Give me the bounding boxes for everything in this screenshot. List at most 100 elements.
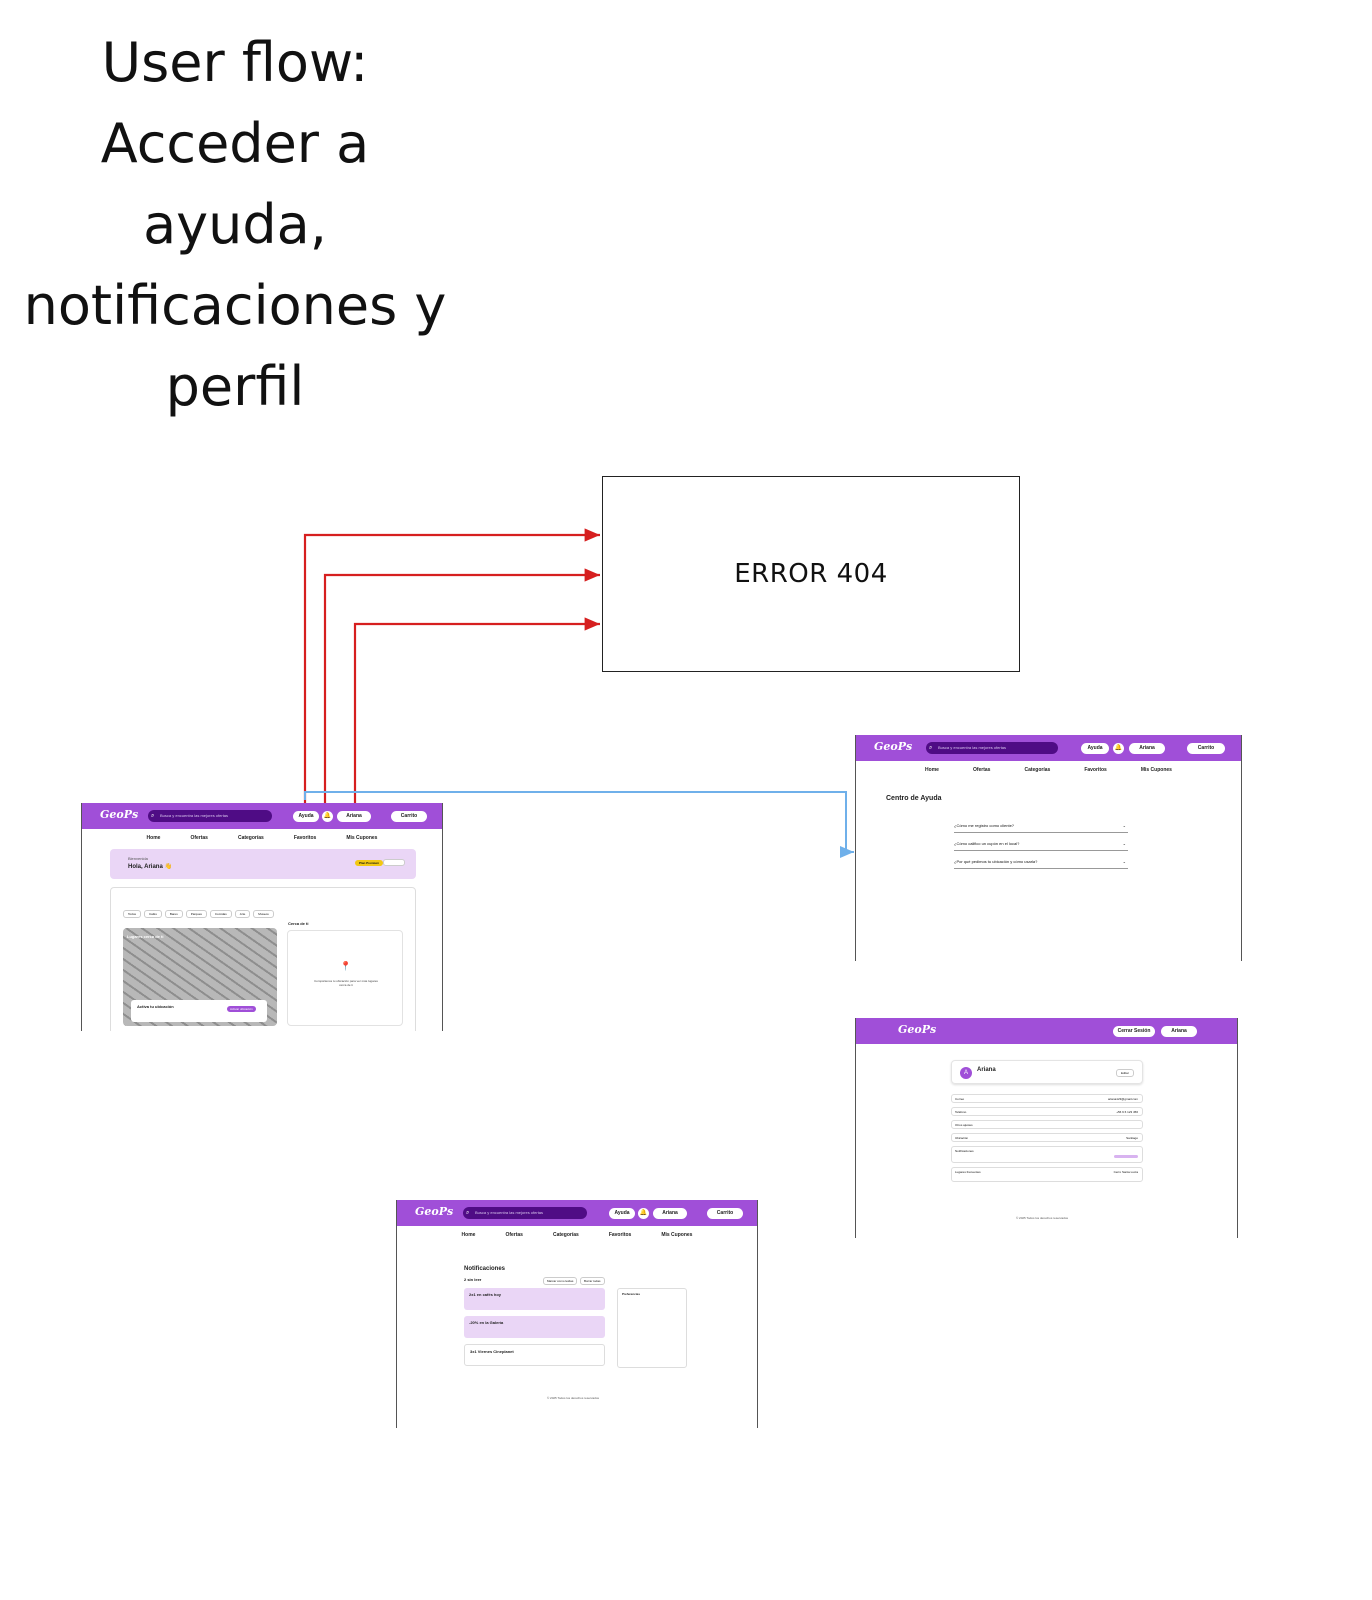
- arrow-to-help: [304, 791, 854, 858]
- help-help-button[interactable]: Ayuda: [1081, 743, 1109, 754]
- title-line: notificaciones y: [23, 274, 447, 337]
- profile-field[interactable]: Notificaciones: [951, 1146, 1143, 1163]
- field-label: Teléfono: [955, 1110, 967, 1114]
- faq-item[interactable]: ¿Cómo me registro como cliente? ⌄: [954, 823, 1128, 833]
- activate-location-card: Activa tu ubicación Activar ubicación: [131, 1000, 267, 1022]
- tab-ofertas[interactable]: Ofertas: [190, 835, 208, 841]
- avatar: A: [960, 1067, 972, 1079]
- chip[interactable]: Todos: [123, 910, 142, 918]
- home-cart-button[interactable]: Carrito: [391, 811, 427, 822]
- profile-user-button[interactable]: Ariana: [1161, 1026, 1197, 1037]
- notif-user-button[interactable]: Ariana: [653, 1208, 687, 1219]
- notif-search-input[interactable]: Busca y encuentra las mejores ofertas: [463, 1207, 587, 1219]
- help-search-input[interactable]: Busca y encuentra las mejores ofertas: [926, 742, 1058, 754]
- help-screen: GeoPs Busca y encuentra las mejores ofer…: [855, 735, 1242, 961]
- tab-mis-cupones[interactable]: Mis Cupones: [661, 1232, 693, 1238]
- logout-button[interactable]: Cerrar Sesión: [1113, 1026, 1155, 1037]
- notification-item[interactable]: -20% en la Galería: [464, 1316, 605, 1338]
- notification-title: -20% en la Galería: [469, 1320, 504, 1325]
- near-card: 📍 Compártenos tu ubicación para ver más …: [287, 930, 403, 1026]
- preferences-panel: Preferencias: [617, 1288, 687, 1368]
- notif-help-button[interactable]: Ayuda: [609, 1208, 635, 1219]
- help-bell-icon[interactable]: 🔔: [1113, 743, 1124, 754]
- home-bell-icon[interactable]: 🔔: [322, 811, 333, 822]
- welcome-small: Bienvenida: [128, 856, 148, 861]
- chevron-down-icon: ⌄: [1122, 859, 1126, 864]
- notif-heading: Notificaciones: [464, 1266, 506, 1272]
- mark-read-button[interactable]: Marcar como leídas: [543, 1277, 578, 1285]
- tab-mis-cupones[interactable]: Mis Cupones: [346, 835, 378, 841]
- banner-toggle[interactable]: [383, 859, 405, 866]
- faq-question: ¿Por qué pedimos tu ubicación y cómo usa…: [954, 859, 1038, 864]
- chip[interactable]: Parques: [185, 910, 207, 918]
- title-line: perfil: [165, 355, 305, 418]
- help-tabs: Home Ofertas Categorías Favoritos Mis Cu…: [856, 767, 1241, 773]
- field-label: Ubicación: [955, 1136, 969, 1140]
- help-user-button[interactable]: Ariana: [1129, 743, 1165, 754]
- welcome-banner: Bienvenida Hola, Ariana 👋 Plan Premium: [110, 849, 416, 879]
- faq-question: ¿Cómo me registro como cliente?: [954, 823, 1015, 828]
- title-line: User flow:: [101, 31, 369, 94]
- help-heading: Centro de Ayuda: [886, 795, 942, 802]
- chip[interactable]: Museos: [253, 910, 274, 918]
- chevron-down-icon: ⌄: [1122, 841, 1126, 846]
- notification-item[interactable]: 3x1 Viernes Cineplanet: [464, 1344, 605, 1366]
- home-search-input[interactable]: Busca y encuentra las mejores ofertas: [148, 810, 272, 822]
- tab-favoritos[interactable]: Favoritos: [1084, 767, 1107, 773]
- map-preview[interactable]: Lugares cerca de ti Activa tu ubicación …: [123, 928, 277, 1026]
- error-404-node: ERROR 404: [602, 476, 1020, 672]
- profile-field[interactable]: Teléfono+56 9 6 123 456: [951, 1107, 1143, 1116]
- tab-ofertas[interactable]: Ofertas: [972, 767, 991, 773]
- faq-question: ¿Cómo califico un cupón en el local?: [954, 841, 1020, 846]
- notification-toggles[interactable]: [1114, 1155, 1138, 1158]
- tab-favoritos[interactable]: Favoritos: [293, 835, 317, 841]
- error-404-label: ERROR 404: [734, 559, 888, 589]
- help-logo[interactable]: GeoPs: [874, 740, 913, 753]
- home-help-button[interactable]: Ayuda: [293, 811, 319, 822]
- help-cart-button[interactable]: Carrito: [1187, 743, 1225, 754]
- tab-home[interactable]: Home: [925, 767, 939, 773]
- notif-cart-button[interactable]: Carrito: [707, 1208, 743, 1219]
- chevron-down-icon: ⌄: [1122, 823, 1126, 828]
- tab-ofertas[interactable]: Ofertas: [505, 1232, 523, 1238]
- profile-field[interactable]: Otros ajustes: [951, 1120, 1143, 1129]
- field-label: Lugares frecuentes: [955, 1170, 981, 1174]
- map-pin-icon: 📍: [340, 961, 352, 971]
- notifications-screen: GeoPs Busca y encuentra las mejores ofer…: [396, 1200, 758, 1428]
- faq-item[interactable]: ¿Cómo califico un cupón en el local? ⌄: [954, 841, 1128, 851]
- home-screen: GeoPs Busca y encuentra las mejores ofer…: [81, 803, 443, 1031]
- home-user-button[interactable]: Ariana: [337, 811, 371, 822]
- chip[interactable]: Comidas: [209, 910, 232, 918]
- notif-footer: © 2025 Todos los derechos reservados: [547, 1396, 600, 1400]
- chip[interactable]: Arte: [234, 910, 251, 918]
- notification-title: 2x1 en cafés hoy: [469, 1292, 502, 1297]
- tab-favoritos[interactable]: Favoritos: [608, 1232, 632, 1238]
- edit-button[interactable]: Editar: [1116, 1069, 1134, 1077]
- faq-item[interactable]: ¿Por qué pedimos tu ubicación y cómo usa…: [954, 859, 1128, 869]
- notif-logo[interactable]: GeoPs: [415, 1205, 454, 1218]
- tab-home[interactable]: Home: [461, 1232, 476, 1238]
- tab-categorias[interactable]: Categorías: [552, 1232, 579, 1238]
- title-line: ayuda,: [143, 193, 327, 256]
- home-logo[interactable]: GeoPs: [100, 808, 139, 821]
- activate-location-button[interactable]: Activar ubicación: [227, 1006, 256, 1012]
- welcome-text: Hola, Ariana 👋: [128, 864, 172, 870]
- notif-bell-icon[interactable]: 🔔: [638, 1208, 649, 1219]
- tab-home[interactable]: Home: [146, 835, 161, 841]
- profile-logo[interactable]: GeoPs: [898, 1023, 937, 1036]
- preferences-title: Preferencias: [622, 1292, 641, 1296]
- unread-count: 2 sin leer: [464, 1277, 482, 1282]
- tab-categorias[interactable]: Categorías: [1024, 767, 1051, 773]
- tab-categorias[interactable]: Categorías: [237, 835, 264, 841]
- delete-all-button[interactable]: Borrar todas: [580, 1277, 605, 1285]
- near-title: Cerca de ti: [288, 921, 309, 926]
- chip[interactable]: Cafés: [144, 910, 162, 918]
- chip[interactable]: Bares: [164, 910, 183, 918]
- profile-footer: © 2025 Todos los derechos reservados: [1016, 1216, 1069, 1220]
- notification-item[interactable]: 2x1 en cafés hoy: [464, 1288, 605, 1310]
- tab-mis-cupones[interactable]: Mis Cupones: [1140, 767, 1172, 773]
